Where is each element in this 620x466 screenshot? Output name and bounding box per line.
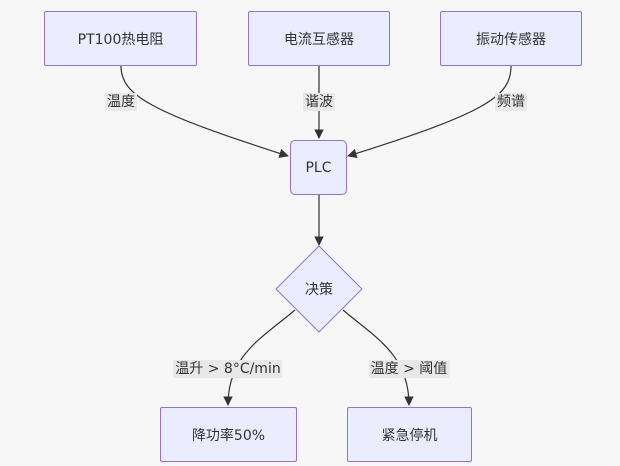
- edge-pt100-to-plc: [120, 65, 289, 158]
- edge-label-temp-threshold: 温度 > 阈值: [368, 360, 450, 378]
- node-vibration-sensor[interactable]: 振动传感器: [440, 11, 582, 66]
- node-emergency-stop[interactable]: 紧急停机: [347, 407, 472, 462]
- node-reduce-power[interactable]: 降功率50%: [160, 407, 297, 462]
- edge-decision-to-stop: [342, 309, 414, 406]
- node-pt100-sensor[interactable]: PT100热电阻: [44, 11, 197, 66]
- edge-decision-to-reduce: [223, 309, 296, 406]
- node-plc[interactable]: PLC: [290, 140, 347, 195]
- decision-node-shape[interactable]: [275, 245, 363, 333]
- edge-vib-to-plc: [347, 65, 512, 159]
- edge-label-temperature: 温度: [105, 93, 137, 111]
- edge-label-temp-rise-rate: 温升 > 8°C/min: [173, 360, 283, 378]
- edge-label-harmonics: 谐波: [303, 93, 335, 111]
- node-current-transformer[interactable]: 电流互感器: [248, 11, 390, 66]
- edge-label-spectrum: 频谱: [495, 93, 527, 111]
- decision-node-label: 决策: [305, 282, 333, 298]
